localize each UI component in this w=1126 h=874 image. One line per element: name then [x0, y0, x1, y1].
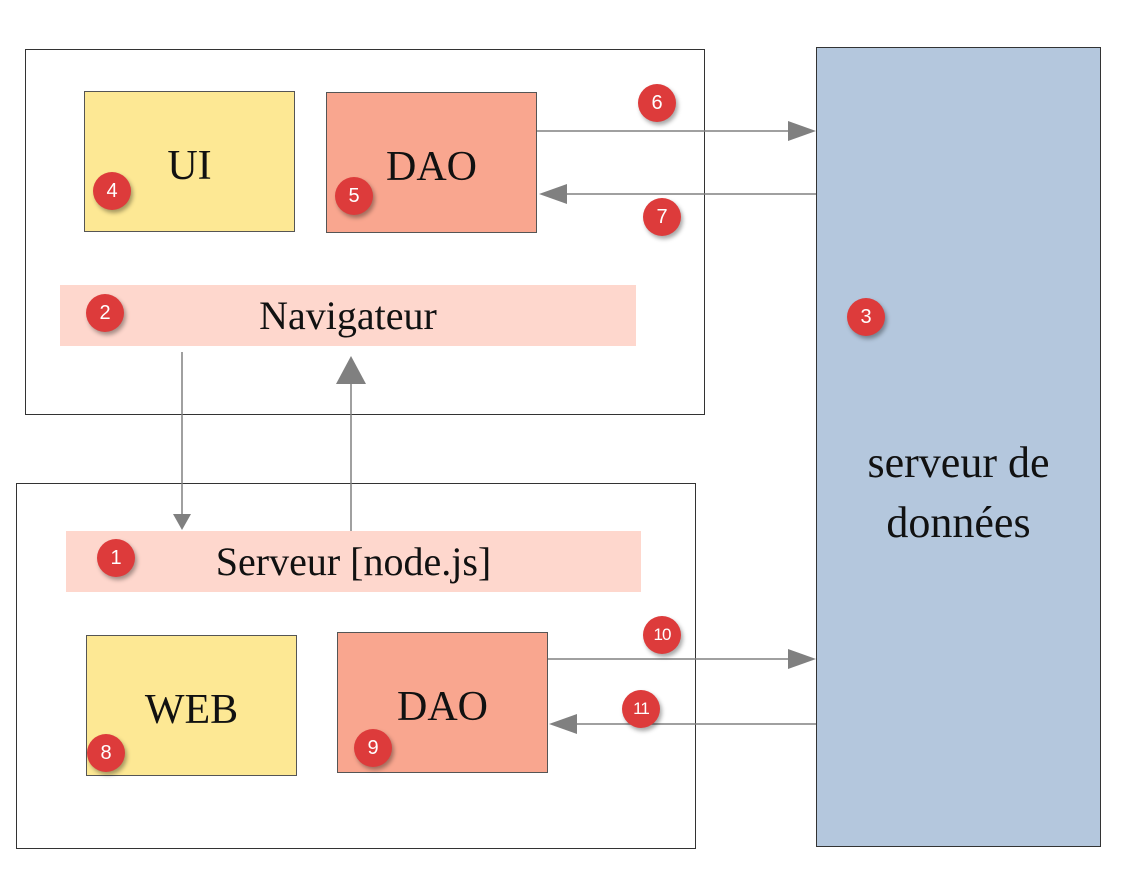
badge-9: 9 [354, 729, 392, 767]
arrow-10-head [788, 649, 816, 669]
data-server-box: serveur de données [816, 47, 1101, 847]
data-server-label-line1: serveur de [867, 438, 1050, 487]
badge-3: 3 [847, 298, 885, 336]
browser-ui-label: UI [167, 143, 212, 189]
data-server-label: serveur de données [817, 433, 1100, 553]
browser-ui-box: UI [84, 91, 295, 232]
badge-8: 8 [87, 734, 125, 772]
browser-dao-label: DAO [386, 144, 477, 190]
node-server-label: Serveur [node.js] [215, 539, 492, 584]
badge-2: 2 [86, 294, 124, 332]
badge-7: 7 [643, 198, 681, 236]
web-label: WEB [144, 687, 239, 733]
navigator-label: Navigateur [259, 293, 437, 338]
badge-1: 1 [97, 539, 135, 577]
badge-11: 11 [622, 690, 660, 728]
badge-5: 5 [335, 177, 373, 215]
navigator-band: Navigateur [60, 285, 636, 346]
badge-10: 10 [643, 616, 681, 654]
data-server-label-line2: données [886, 498, 1031, 547]
server-dao-label: DAO [397, 684, 488, 730]
arrow-6-head [788, 121, 816, 141]
badge-6: 6 [638, 84, 676, 122]
node-server-band: Serveur [node.js] [66, 531, 641, 592]
badge-4: 4 [93, 172, 131, 210]
